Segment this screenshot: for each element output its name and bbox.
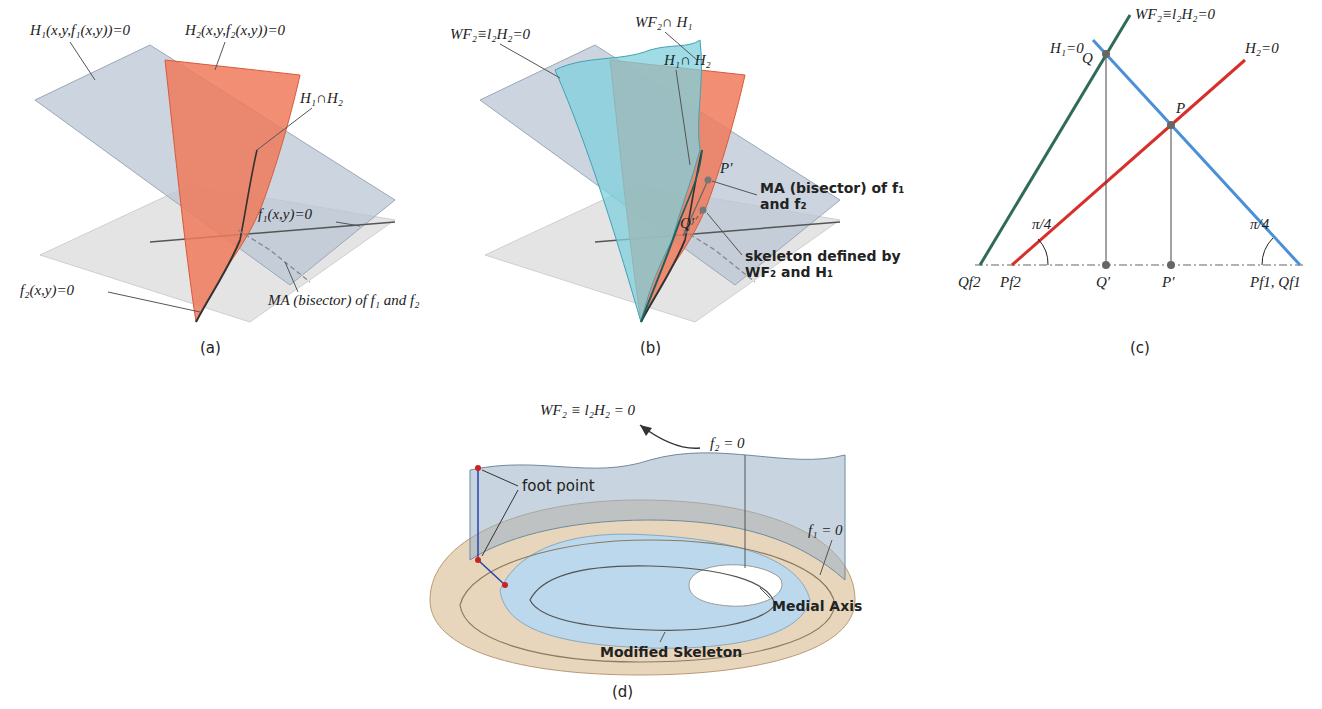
leader-line: [70, 42, 95, 80]
math-label: MA (bisector) of f₁ and f₂: [268, 292, 380, 309]
math-label: f₂ = 0: [710, 435, 745, 452]
bold-label: skeleton defined by WF₂ and H₁: [745, 248, 920, 280]
math-label: π/4: [1032, 216, 1051, 233]
math-label: WF₂≡l₂H₂=0: [450, 26, 530, 43]
bold-label: Medial Axis: [772, 598, 862, 614]
sans-label: foot point: [522, 478, 595, 495]
math-label: f₁ = 0: [808, 522, 843, 539]
math-label: P′: [1162, 274, 1174, 291]
math-label: Q′: [1096, 274, 1110, 291]
sans-label: (d): [612, 684, 633, 701]
math-label: H₁=0: [1050, 40, 1084, 57]
bold-label: MA (bisector) of f₁ and f₂: [760, 180, 910, 212]
math-label: Q: [1082, 50, 1093, 67]
math-label: Pf2: [1000, 274, 1021, 291]
sans-label: (a): [200, 340, 221, 357]
sans-label: (b): [640, 340, 661, 357]
math-label: WF₂≡l₂H₂=0: [1135, 6, 1215, 23]
math-label: P′: [720, 160, 732, 177]
math-label: H₁(x,y,f₁(x,y))=0: [30, 22, 130, 39]
math-label: π/4: [1250, 216, 1269, 233]
math-label: Q′: [680, 215, 694, 232]
math-label: WF₂∩ H₁: [635, 14, 693, 31]
math-label: Qf2: [958, 274, 981, 291]
math-label: f₂(x,y)=0: [20, 282, 74, 299]
math-label: f₁(x,y)=0: [258, 206, 312, 223]
math-label: Pf1, Qf1: [1250, 274, 1301, 291]
math-label: P: [1176, 100, 1185, 117]
math-label: H₁∩ H₂: [664, 52, 711, 69]
math-label: H₂=0: [1245, 40, 1279, 57]
bold-label: Modified Skeleton: [600, 644, 742, 660]
sans-label: (c): [1130, 340, 1150, 357]
math-label: H₁∩H₂: [300, 90, 343, 107]
math-label: H₂(x,y,f₂(x,y))=0: [185, 22, 285, 39]
math-label: WF₂ ≡ l₂H₂ = 0: [540, 402, 635, 419]
